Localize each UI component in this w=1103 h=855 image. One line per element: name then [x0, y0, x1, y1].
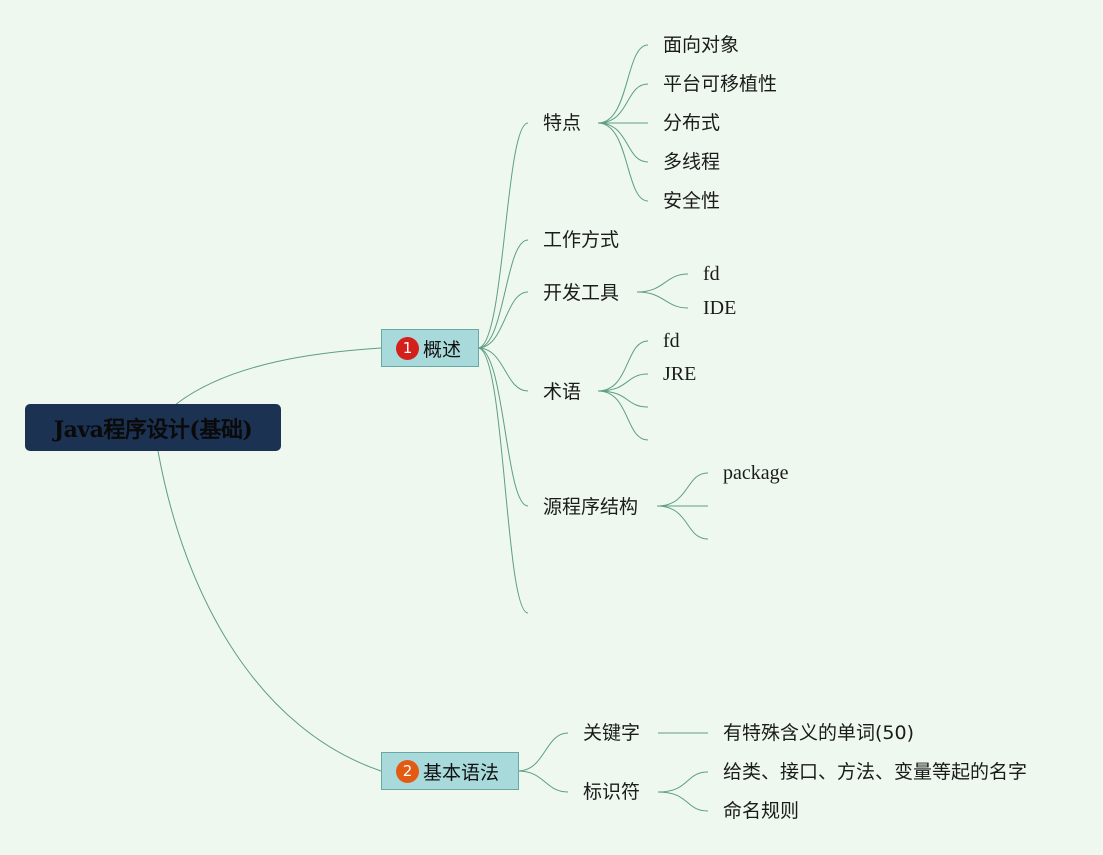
branch-label: 基本语法 — [423, 761, 500, 784]
link-terms-empty2 — [597, 390, 649, 441]
leaf-distributed[interactable]: 分布式 — [663, 112, 721, 134]
topic-source-structure[interactable]: 源程序结构 — [543, 496, 639, 518]
branch-overview[interactable]: 1 概述 — [381, 329, 479, 367]
link-terms-empty1 — [597, 390, 649, 408]
topic-work-mode[interactable]: 工作方式 — [543, 229, 620, 251]
leaf-tool-fd[interactable]: fd — [703, 263, 720, 285]
link-syntax-identifiers — [517, 770, 569, 793]
leaf-object-oriented[interactable]: 面向对象 — [663, 34, 740, 56]
leaf-keyword-meaning[interactable]: 有特殊含义的单词(50) — [723, 722, 915, 744]
link-syntax-keywords — [517, 732, 569, 772]
leaf-identifier-definition[interactable]: 给类、接口、方法、变量等起的名字 — [723, 761, 1028, 783]
leaf-naming-rules[interactable]: 命名规则 — [723, 800, 800, 822]
leaf-term-jre[interactable]: JRE — [663, 363, 697, 385]
link-terms-fd — [597, 340, 649, 392]
leaf-tool-ide[interactable]: IDE — [703, 297, 737, 319]
link-tools-fd — [636, 273, 689, 293]
topic-dev-tools[interactable]: 开发工具 — [543, 282, 620, 304]
link-overview-tools — [477, 291, 529, 349]
root-node[interactable]: Java程序设计(基础) — [25, 404, 281, 451]
link-tools-ide — [636, 291, 689, 309]
link-features-portable — [597, 83, 649, 124]
link-overview-structure — [477, 347, 529, 507]
branch-number-badge: 2 — [396, 759, 419, 783]
link-overview-features — [477, 122, 529, 349]
topic-terms[interactable]: 术语 — [543, 381, 582, 403]
link-overview-empty — [477, 347, 529, 614]
link-structure-package — [656, 472, 709, 507]
link-features-oop — [597, 44, 649, 124]
link-overview-terms — [477, 347, 529, 392]
link-terms-jre — [597, 373, 649, 392]
link-features-security — [597, 122, 649, 202]
link-overview-workmode — [477, 239, 529, 349]
link-root-syntax — [157, 450, 382, 772]
leaf-security[interactable]: 安全性 — [663, 190, 721, 212]
branch-label: 概述 — [423, 338, 462, 361]
topic-features[interactable]: 特点 — [543, 112, 582, 134]
leaf-term-fd[interactable]: fd — [663, 330, 680, 352]
branch-basic-syntax[interactable]: 2 基本语法 — [381, 752, 519, 790]
root-label: Java程序设计(基础) — [53, 416, 253, 443]
link-identifiers-naming — [657, 771, 709, 793]
link-structure-empty2 — [656, 505, 709, 540]
topic-keywords[interactable]: 关键字 — [583, 722, 641, 744]
topic-identifiers[interactable]: 标识符 — [583, 781, 641, 803]
leaf-package[interactable]: package — [723, 462, 789, 484]
leaf-portability[interactable]: 平台可移植性 — [663, 73, 778, 95]
link-features-multithread — [597, 122, 649, 163]
link-root-overview — [174, 347, 382, 406]
link-identifiers-rules — [657, 791, 709, 812]
branch-number-badge: 1 — [396, 336, 419, 360]
leaf-multithreading[interactable]: 多线程 — [663, 151, 721, 173]
